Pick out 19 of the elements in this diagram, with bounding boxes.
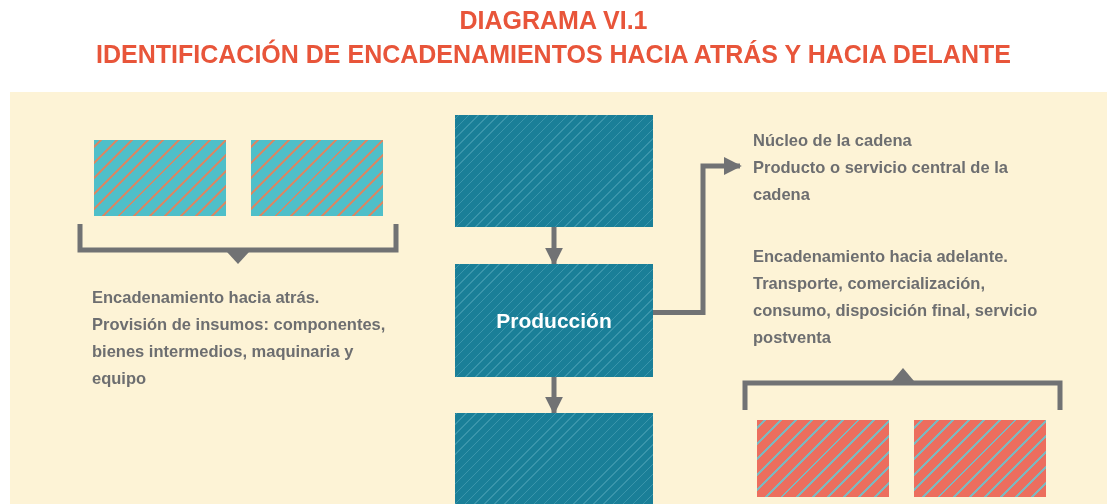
process-box	[455, 264, 653, 377]
hatched-box	[914, 420, 1046, 497]
heading-text: Encadenamiento hacia atrás.	[92, 287, 321, 308]
description-text: Transporte, comercialización, consumo, disposición final, servicio postventa	[753, 273, 1038, 348]
arrow	[545, 377, 563, 415]
arrow	[545, 227, 563, 266]
heading-text: Núcleo de la cadena	[753, 130, 913, 151]
description-text: Provisión de insumos: componentes, bienes intermedios, maquinaria y equipo	[92, 314, 387, 389]
arrow	[653, 157, 742, 315]
box-label: Producción	[496, 308, 612, 333]
hatched-box	[94, 140, 226, 216]
hatched-box	[251, 140, 383, 216]
hatched-box	[455, 413, 653, 504]
diagram-subtitle: IDENTIFICACIÓN DE ENCADENAMIENTOS HACIA ATRÁS Y HACIA DELANTE	[95, 40, 1012, 69]
diagram-title: DIAGRAMA VI.1	[458, 6, 649, 35]
heading-text: Encadenamiento hacia adelante.	[753, 246, 1009, 267]
hatched-box	[455, 115, 653, 227]
description-text: Producto o servicio central de la cadena	[753, 157, 1009, 205]
hatched-box	[757, 420, 889, 497]
